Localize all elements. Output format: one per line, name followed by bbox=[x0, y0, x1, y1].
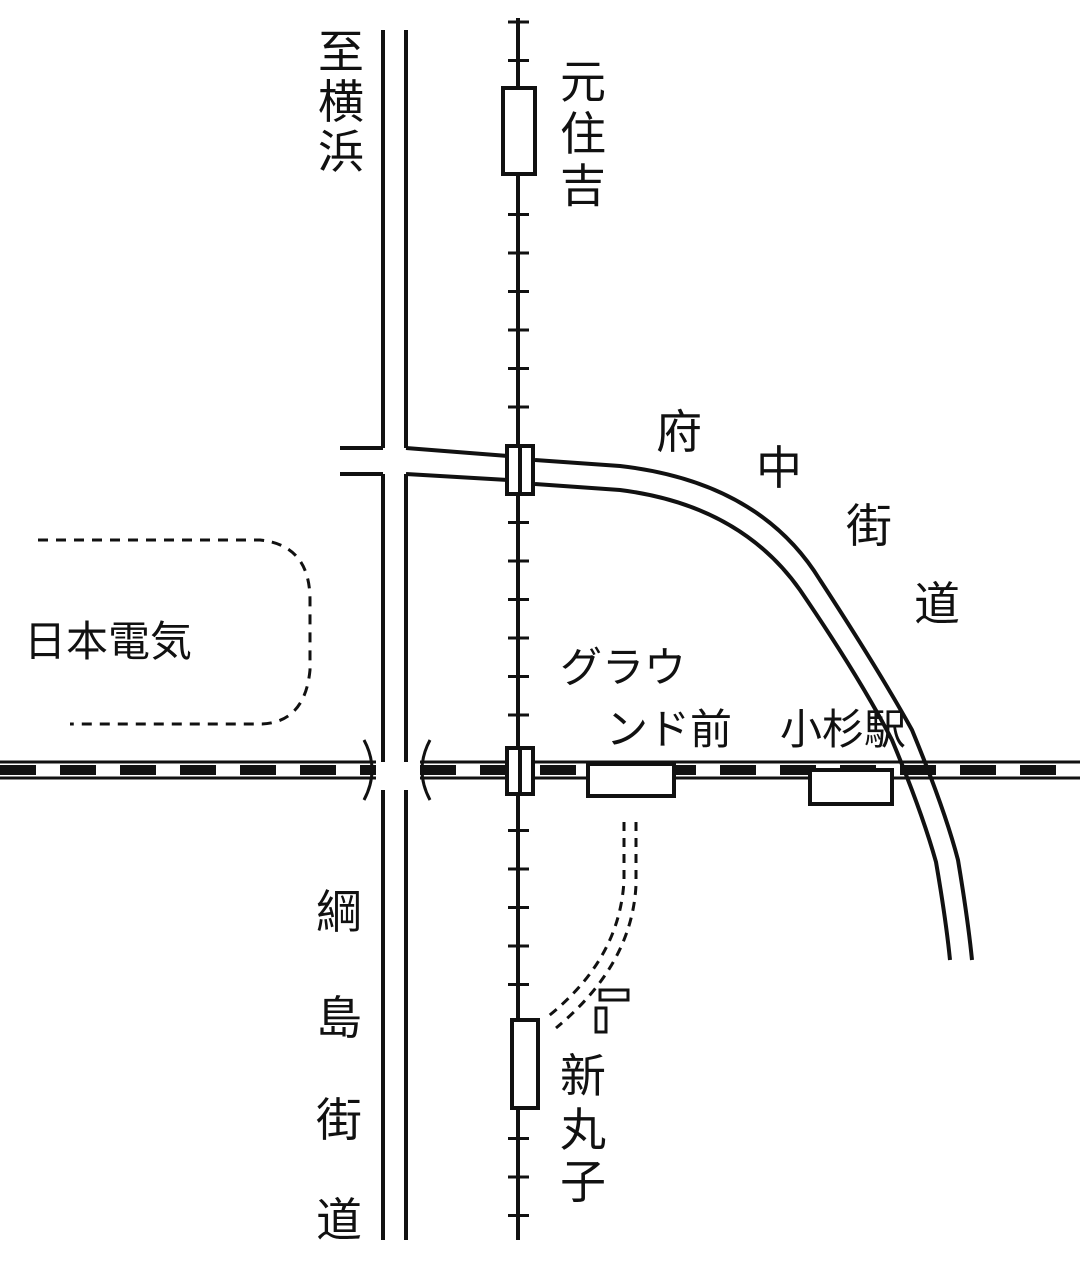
label-tsunashima-kaido-2: 島 bbox=[316, 991, 362, 1045]
nambu-line-crossing bbox=[505, 746, 535, 796]
label-shinmaruko-1: 新 bbox=[560, 1049, 606, 1103]
label-fuchu-kaido-1: 府 bbox=[656, 405, 702, 459]
label-motosumiyoshi-1: 元 bbox=[560, 55, 606, 109]
label-nec: 日本電気 bbox=[24, 617, 192, 666]
label-ground-mae-line1: グラウ bbox=[560, 643, 686, 692]
nambu-railway-line bbox=[0, 739, 1080, 801]
label-to-yokohama-3: 浜 bbox=[318, 125, 364, 179]
label-shinmaruko-2: 丸 bbox=[560, 1103, 606, 1157]
motosumiyoshi-station-marker bbox=[501, 86, 537, 176]
label-ground-mae-line2: ンド前 bbox=[606, 705, 732, 754]
kosugi-station-marker bbox=[808, 768, 894, 806]
label-motosumiyoshi-2: 住 bbox=[560, 107, 606, 161]
dashed-footpath bbox=[545, 822, 638, 1030]
shinmaruko-station-marker bbox=[510, 1018, 540, 1110]
label-fuchu-kaido: 府 中 街 道 bbox=[656, 405, 960, 631]
tsunashima-kaido-road bbox=[381, 30, 408, 1240]
label-fuchu-kaido-2: 中 bbox=[756, 441, 802, 495]
label-motosumiyoshi-3: 吉 bbox=[560, 159, 606, 213]
label-shinmaruko-3: 子 bbox=[560, 1155, 606, 1209]
nec-site-boundary bbox=[38, 538, 312, 726]
ground-mae-station-marker bbox=[586, 762, 676, 798]
label-to-yokohama: 至 横 浜 bbox=[318, 25, 364, 179]
small-building-icon bbox=[594, 988, 630, 1034]
label-motosumiyoshi: 元 住 吉 bbox=[560, 55, 606, 213]
label-tsunashima-kaido: 綱 島 街 道 bbox=[316, 885, 362, 1247]
label-tsunashima-kaido-3: 街 bbox=[316, 1093, 362, 1147]
label-to-yokohama-2: 横 bbox=[318, 75, 364, 129]
fuchu-kaido-crossing bbox=[505, 444, 535, 496]
fuchu-kaido-road bbox=[340, 446, 974, 961]
label-shinmaruko: 新 丸 子 bbox=[560, 1049, 606, 1209]
label-kosugi-station: 小杉駅 bbox=[780, 705, 906, 754]
label-fuchu-kaido-3: 街 bbox=[846, 499, 892, 553]
railway-ticks bbox=[508, 20, 529, 1217]
label-to-yokohama-1: 至 bbox=[318, 25, 364, 79]
label-fuchu-kaido-4: 道 bbox=[914, 577, 960, 631]
label-tsunashima-kaido-1: 綱 bbox=[316, 885, 362, 939]
label-tsunashima-kaido-4: 道 bbox=[316, 1193, 362, 1247]
